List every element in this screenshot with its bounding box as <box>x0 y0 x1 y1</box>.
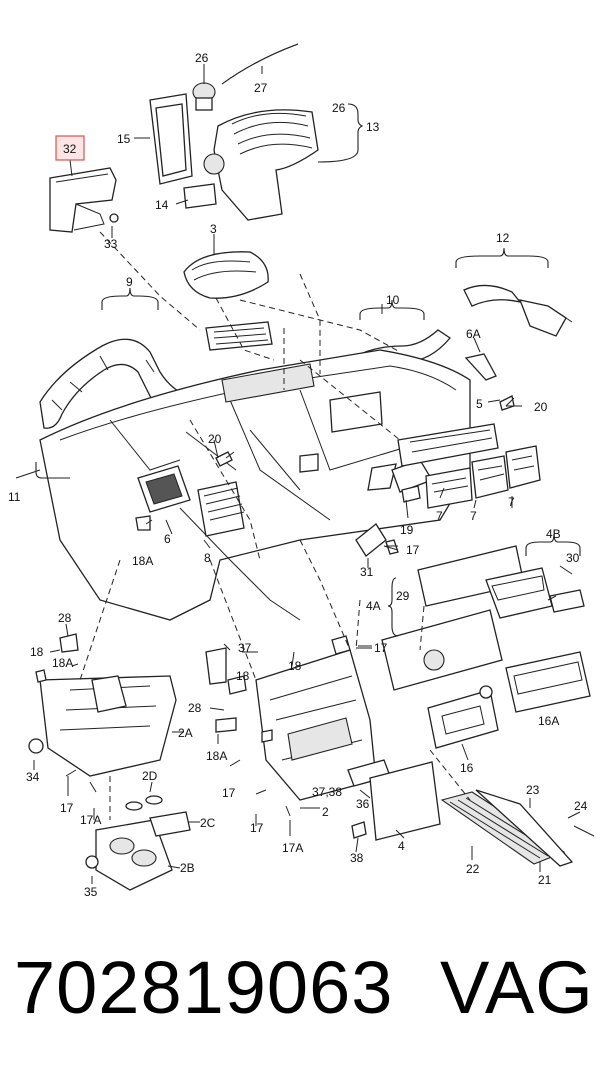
part-32-bracket <box>49 167 119 233</box>
label-4: 4 <box>398 839 405 853</box>
assembly-dashed-lines <box>79 231 471 820</box>
label-34: 34 <box>26 770 40 784</box>
label-19: 19 <box>400 523 414 537</box>
label-28a: 28 <box>58 611 72 625</box>
label-18c: 18 <box>236 669 250 683</box>
label-5: 5 <box>476 397 483 411</box>
label-6A: 6A <box>466 327 481 341</box>
label-22: 22 <box>466 862 480 876</box>
label-17A: 17A <box>80 813 101 827</box>
callout-labels: 26 27 26 13 15 32 14 33 3 12 9 10 6A 5 2… <box>8 51 588 899</box>
label-37: 37 <box>238 641 252 655</box>
label-4B: 4B <box>546 527 561 541</box>
brand-name: VAG <box>440 946 594 1029</box>
label-17b: 17 <box>374 641 388 655</box>
label-29: 29 <box>396 589 410 603</box>
label-4A: 4A <box>366 599 381 613</box>
label-26b: 26 <box>332 101 346 115</box>
label-18A: 18A <box>132 554 153 568</box>
air-duct-assembly <box>149 43 319 221</box>
trim-strip-21-22 <box>440 789 595 867</box>
air-vents <box>137 321 541 537</box>
label-17a: 17 <box>406 543 420 557</box>
label-18b: 18 <box>288 659 302 673</box>
label-36: 36 <box>356 797 370 811</box>
label-2D: 2D <box>142 769 158 783</box>
label-2: 2 <box>322 805 329 819</box>
label-26a: 26 <box>195 51 209 65</box>
fasteners <box>135 395 515 557</box>
label-17e: 17 <box>250 821 264 835</box>
label-24: 24 <box>574 799 588 813</box>
label-12: 12 <box>496 231 510 245</box>
trim-panels-right <box>381 545 591 749</box>
label-33: 33 <box>104 237 118 251</box>
part-3-vent-housing <box>183 251 269 299</box>
label-2B: 2B <box>180 861 195 875</box>
label-17Ab: 17A <box>282 841 303 855</box>
label-30: 30 <box>566 551 580 565</box>
label-16A: 16A <box>538 714 559 728</box>
label-3: 3 <box>210 222 217 236</box>
part-number: 702819063 <box>14 946 394 1029</box>
lower-console <box>28 633 191 891</box>
label-2A: 2A <box>178 726 193 740</box>
label-10: 10 <box>386 293 400 307</box>
caption-footer: 702819063 VAG <box>0 945 600 1055</box>
label-32: 32 <box>63 142 77 156</box>
label-11: 11 <box>8 490 21 504</box>
label-35: 35 <box>84 885 98 899</box>
label-18Ab: 18A <box>52 656 73 670</box>
label-18Ac: 18A <box>206 749 227 763</box>
screws <box>65 397 515 817</box>
label-27: 27 <box>254 81 268 95</box>
label-38: 38 <box>350 851 364 865</box>
dashboard-body <box>39 349 471 621</box>
exploded-dashboard-diagram: 26 27 26 13 15 32 14 33 3 12 9 10 6A 5 2… <box>8 43 595 899</box>
label-6: 6 <box>164 532 171 546</box>
label-15: 15 <box>117 132 131 146</box>
label-20a: 20 <box>534 400 548 414</box>
label-9: 9 <box>126 275 133 289</box>
label-17c: 17 <box>60 801 74 815</box>
label-23: 23 <box>526 783 540 797</box>
center-console <box>205 635 441 841</box>
part-12-hose <box>463 284 573 337</box>
label-28b: 28 <box>188 701 202 715</box>
label-18a: 18 <box>30 645 44 659</box>
label-2C: 2C <box>200 816 216 830</box>
label-14: 14 <box>155 198 169 212</box>
group-braces <box>35 103 581 637</box>
label-31: 31 <box>360 565 374 579</box>
label-8: 8 <box>204 551 211 565</box>
label-3738: 37,38 <box>312 785 342 799</box>
label-21: 21 <box>538 873 552 887</box>
label-17d: 17 <box>222 786 236 800</box>
label-7a: 7 <box>436 509 443 523</box>
label-7b: 7 <box>470 509 477 523</box>
label-13: 13 <box>366 120 380 134</box>
label-7c: 7 <box>508 495 515 509</box>
label-16: 16 <box>460 761 474 775</box>
highlight-box-32 <box>55 135 85 161</box>
leader-lines <box>15 64 581 884</box>
label-20b: 20 <box>208 432 222 446</box>
